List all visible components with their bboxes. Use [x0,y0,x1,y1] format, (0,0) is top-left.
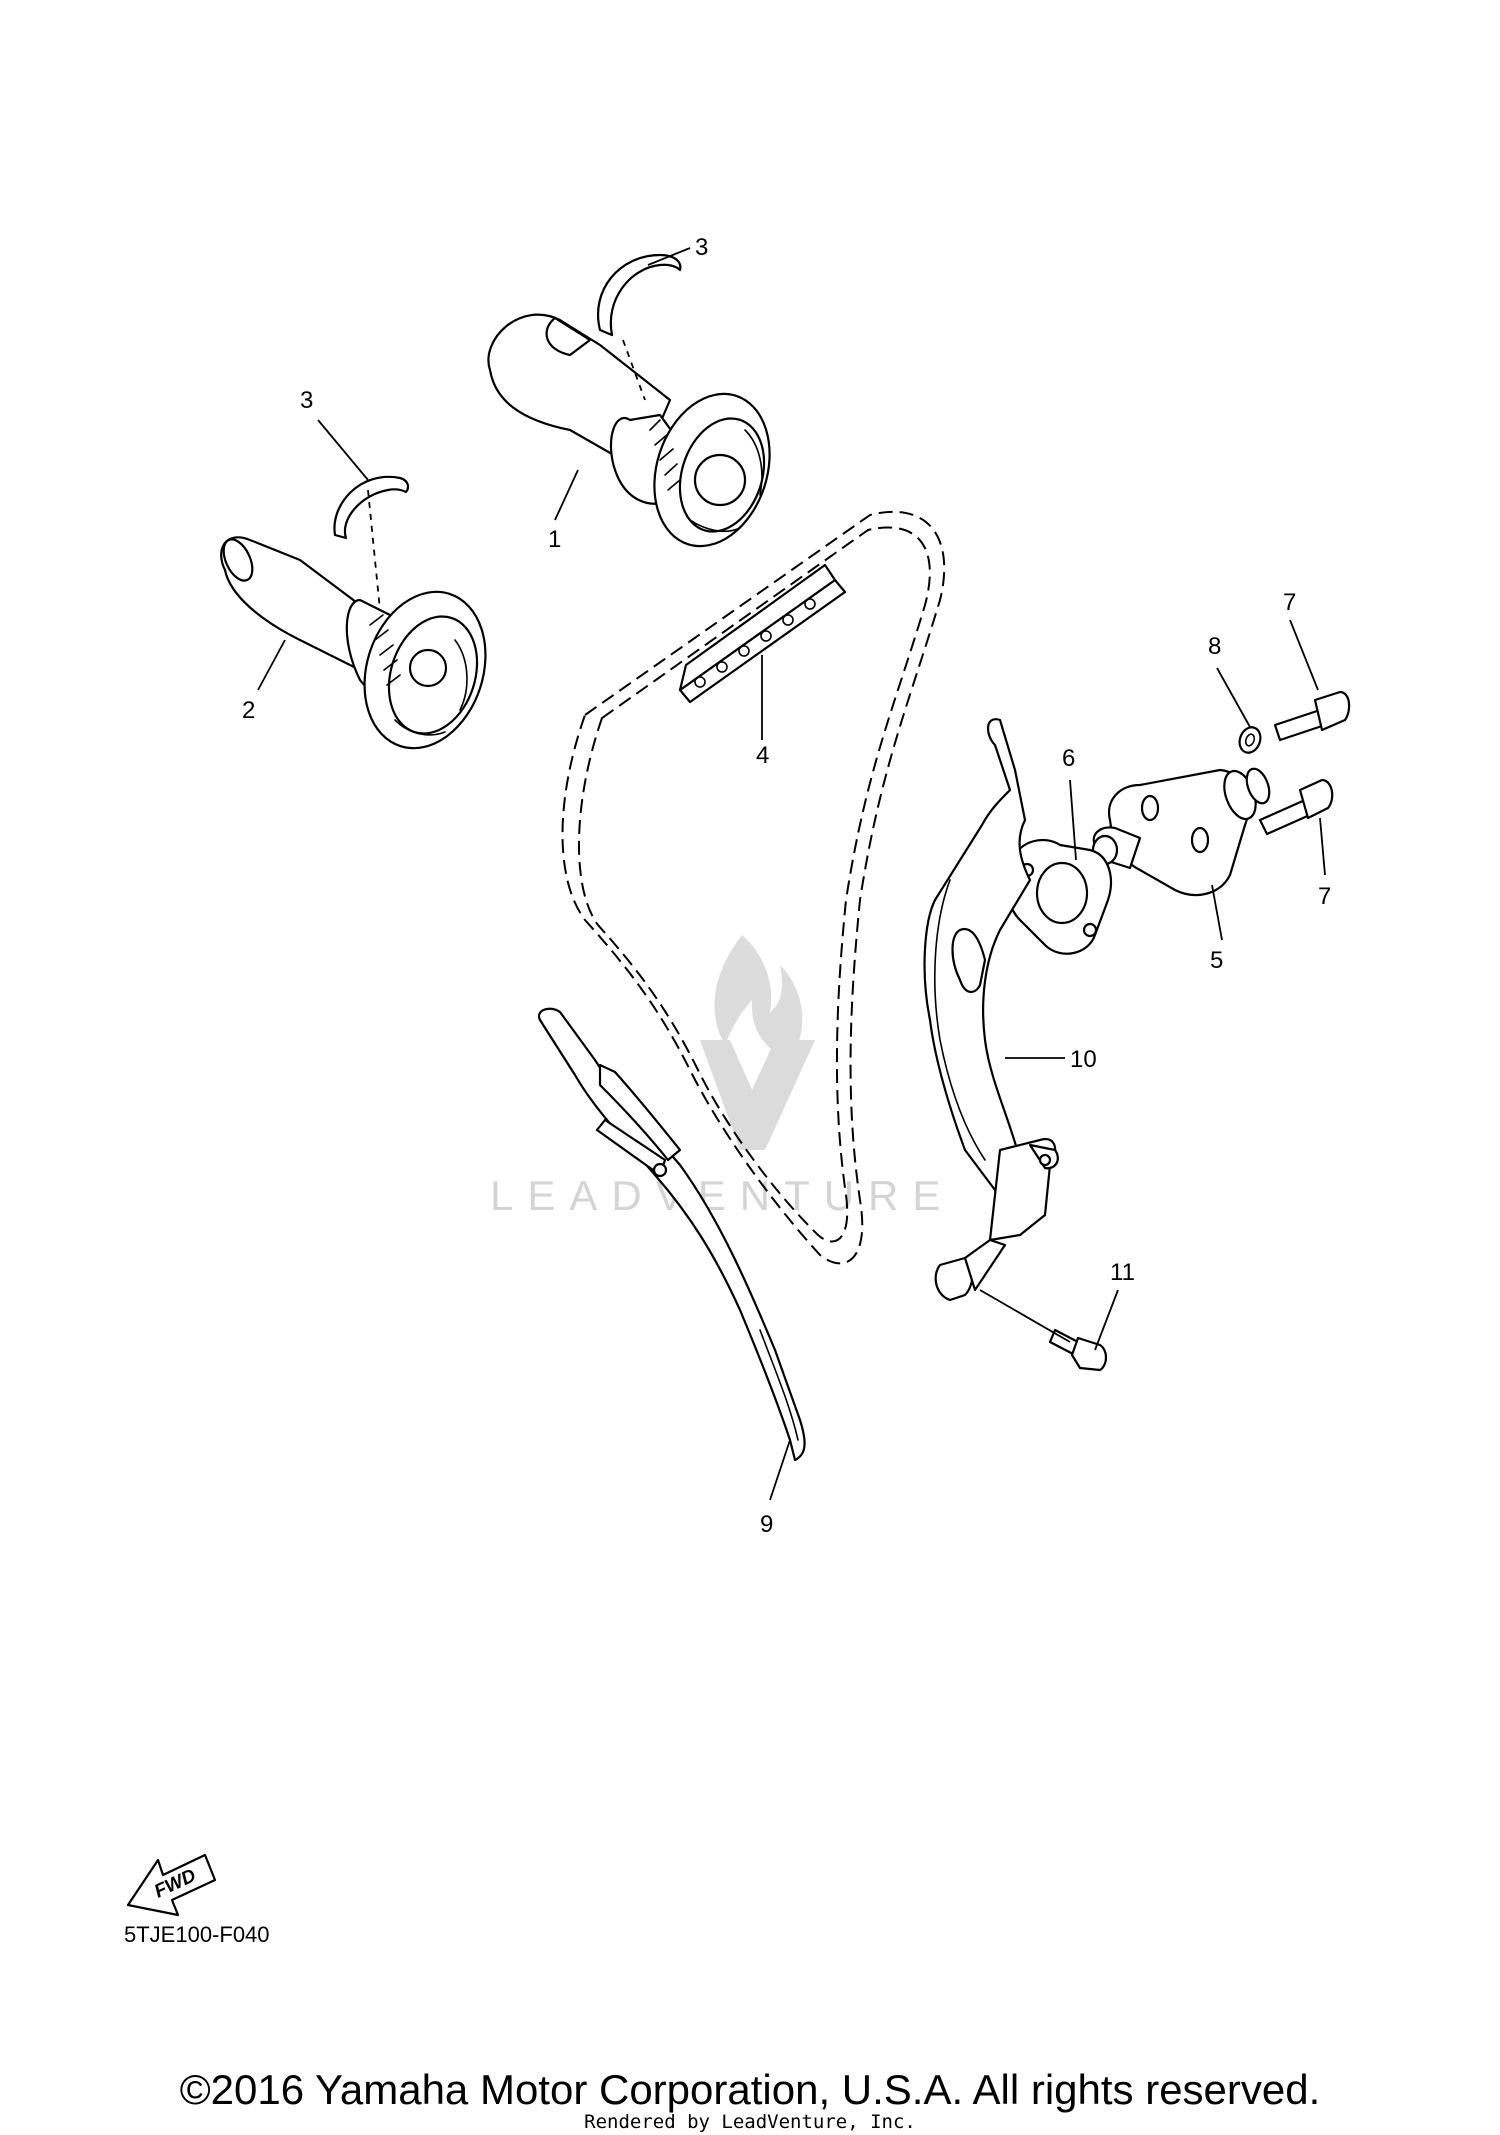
bolt-11 [1048,1328,1108,1372]
callout-11: 11 [1110,1259,1135,1286]
callout-10: 10 [1070,1046,1097,1073]
callouts: 1 2 3 3 4 5 6 7 7 8 9 10 11 [242,234,1331,1538]
cam-chain-loop [561,510,946,1265]
callout-1: 1 [548,526,561,553]
callout-7-upper: 7 [1283,589,1296,616]
callout-9: 9 [760,1511,773,1538]
rendered-by-notice: Rendered by LeadVenture, Inc. [584,2111,916,2133]
chain-guide-9 [537,1007,806,1462]
callout-5: 5 [1210,947,1223,974]
cam-chain-segment [678,563,847,704]
callout-4: 4 [756,742,769,769]
camshaft-1 [487,313,771,548]
leader-lines [257,247,1326,1501]
fwd-arrow-icon: FWD [126,1853,217,1917]
tensioner-gasket [1006,838,1112,955]
callout-8: 8 [1208,633,1221,660]
washer-8 [1238,726,1262,754]
callout-3-upper: 3 [695,234,708,261]
watermark-flame-icon [714,935,803,1060]
callout-7-lower: 7 [1318,883,1331,910]
clip-3-upper [597,253,682,337]
bolt-7-upper [1273,690,1351,742]
watermark-text: LEADVENTURE [490,1172,954,1219]
copyright-notice: ©2016 Yamaha Motor Corporation, U.S.A. A… [179,2066,1321,2113]
chain-guide-10 [923,718,1059,1302]
camshaft-2 [220,536,487,750]
diagram-code: 5TJE100-F040 [124,1922,270,1947]
cam-chain-tensioner [1091,767,1271,897]
callout-6: 6 [1062,745,1075,772]
watermark: LEADVENTURE [490,935,954,1219]
clip-3-lower [333,475,410,540]
bolt-7-lower [1258,778,1334,836]
callout-2: 2 [242,697,255,724]
callout-3-lower: 3 [300,387,313,414]
watermark-v-icon [700,1040,815,1150]
